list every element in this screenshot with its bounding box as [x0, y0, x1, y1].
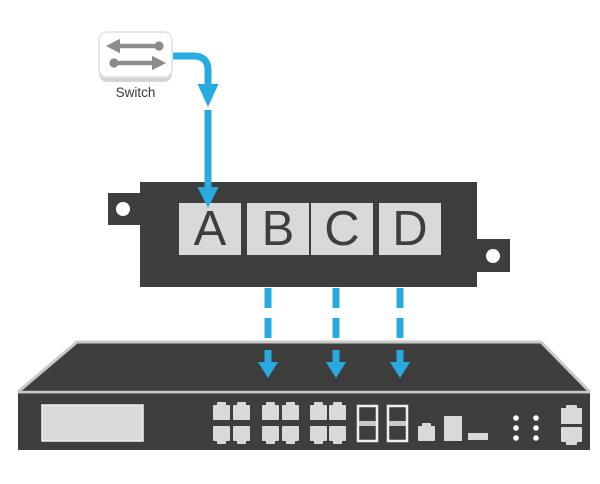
- lcd-display: [41, 404, 144, 442]
- usb-port: [444, 416, 462, 441]
- panel-mount-ear-right: [477, 239, 510, 272]
- panel-port-a: A: [179, 203, 241, 255]
- panel-port-b: B: [247, 203, 309, 255]
- chassis-top-face: [18, 342, 590, 392]
- chassis-face-separator: [18, 390, 590, 394]
- stacked-uplink-ports: [561, 405, 582, 445]
- chassis-edge-highlight: [17, 340, 592, 394]
- rack-chassis: [17, 340, 592, 450]
- screw-hole-icon: [116, 202, 130, 216]
- sfp-cage-1: [356, 404, 379, 443]
- switch-label: Switch: [115, 85, 156, 100]
- screw-hole-icon: [486, 249, 500, 263]
- led-indicators: [513, 415, 539, 441]
- switch-bidirectional-arrows-icon: [106, 38, 166, 71]
- panel-port-c: C: [311, 203, 373, 255]
- switch-icon: [98, 31, 173, 78]
- panel-port-d: D: [379, 203, 441, 255]
- expansion-slot: [468, 433, 488, 440]
- sfp-cage-2: [386, 404, 409, 443]
- panel-mount-ear-left: [108, 193, 142, 225]
